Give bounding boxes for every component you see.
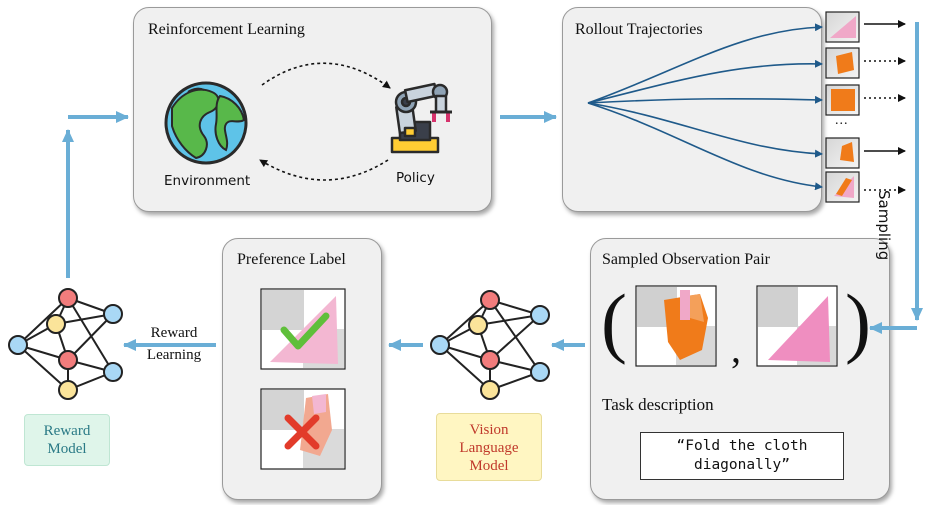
robot-arm-icon xyxy=(390,82,452,154)
rollout-thumb-1 xyxy=(825,11,860,43)
preference-panel-title: Preference Label xyxy=(237,251,346,268)
preference-image-preferred xyxy=(260,288,346,370)
rollout-thumb-3 xyxy=(825,84,860,116)
sampled-image-left xyxy=(635,285,717,367)
vlm-network-icon xyxy=(430,290,550,400)
rollout-thumb-2 xyxy=(825,47,860,79)
rollout-panel-title: Rollout Trajectories xyxy=(575,21,703,38)
globe-icon xyxy=(164,81,248,165)
reward-learning-label: Reward Learning xyxy=(134,322,214,366)
reward-model-line1: Reward xyxy=(43,423,91,439)
trajectory-1 xyxy=(587,23,823,104)
rollout-ellipsis: ... xyxy=(835,113,849,128)
flow-arrows xyxy=(62,22,923,351)
rollout-thumb-4 xyxy=(825,137,860,169)
reward-learning-line2: Learning xyxy=(146,347,202,363)
rollout-thumb-5 xyxy=(825,171,860,203)
vlm-line3: Model xyxy=(469,458,509,474)
open-paren: ( xyxy=(601,278,627,365)
task-text-line2: diagonally” xyxy=(693,457,791,473)
reward-learning-line1: Reward xyxy=(150,325,198,341)
policy-label: Policy xyxy=(396,170,435,186)
environment-label: Environment xyxy=(164,173,251,189)
reward-network-icon xyxy=(8,288,123,400)
sampled-panel-title: Sampled Observation Pair xyxy=(602,251,770,268)
close-paren: ) xyxy=(845,278,871,365)
reward-model-line2: Model xyxy=(47,441,87,457)
rl-panel-title: Reinforcement Learning xyxy=(148,21,305,38)
task-description-box: “Fold the cloth diagonally” xyxy=(640,432,844,480)
sampled-panel: Sampled Observation Pair ( , ) Task desc… xyxy=(590,238,890,500)
trajectory-lines xyxy=(587,23,823,191)
reward-model-badge: Reward Model xyxy=(24,414,110,466)
vlm-badge: Vision Language Model xyxy=(436,413,542,481)
vlm-line2: Language xyxy=(459,440,519,456)
sampled-image-right xyxy=(756,285,838,367)
rollout-thumbnails xyxy=(825,11,860,203)
thumb-arrows xyxy=(864,20,906,194)
preference-image-rejected xyxy=(260,388,346,470)
comma: , xyxy=(731,326,741,371)
sampling-label: Sampling xyxy=(875,190,893,261)
rl-arrow-to-environment xyxy=(259,159,389,181)
task-text-line1: “Fold the cloth xyxy=(676,438,808,454)
check-icon xyxy=(280,312,330,350)
vlm-line1: Vision xyxy=(469,422,509,438)
cross-icon xyxy=(284,414,320,450)
trajectory-2 xyxy=(587,59,823,104)
trajectory-3 xyxy=(587,95,823,104)
trajectory-4 xyxy=(587,102,823,158)
trajectory-5 xyxy=(587,102,823,191)
rl-arrow-to-policy xyxy=(261,62,391,89)
task-description-label: Task description xyxy=(602,395,714,414)
